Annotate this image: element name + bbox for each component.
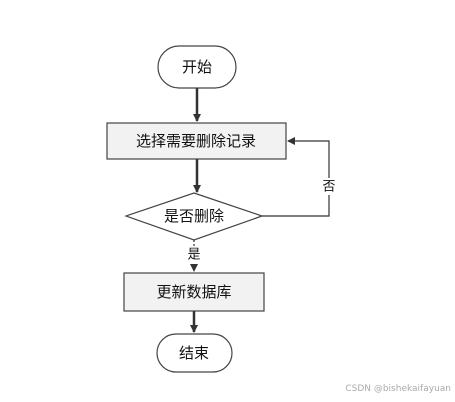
no-label: 否 (322, 180, 335, 195)
select-records-node: 选择需要删除记录 (106, 122, 287, 160)
end-node: 结束 (156, 333, 233, 373)
decision-node: 是否删除 (124, 192, 264, 241)
watermark-text: CSDN @bishekaifayuan (345, 384, 451, 394)
update-database-label: 更新数据库 (156, 283, 231, 301)
decision-label: 是否删除 (164, 207, 224, 225)
update-database-node: 更新数据库 (123, 272, 265, 312)
start-node: 开始 (157, 45, 237, 89)
yes-label: 是 (187, 248, 200, 263)
end-label: 结束 (179, 344, 209, 362)
select-records-label: 选择需要删除记录 (136, 132, 256, 150)
start-label: 开始 (182, 58, 212, 76)
